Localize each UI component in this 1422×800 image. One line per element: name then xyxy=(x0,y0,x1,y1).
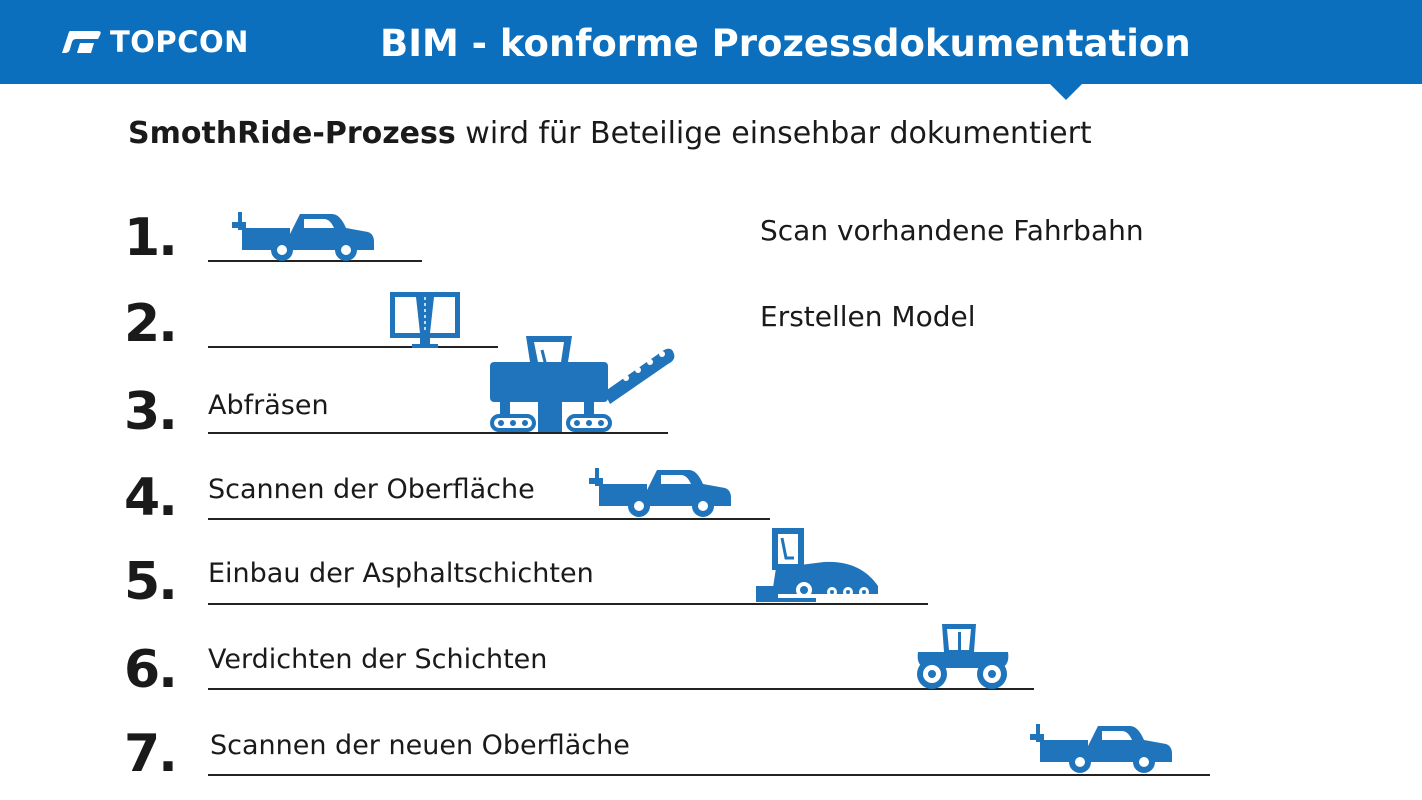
step-4-number: 4. xyxy=(124,468,178,528)
paver-icon xyxy=(756,528,878,602)
step-6-label: Verdichten der Schichten xyxy=(208,644,548,675)
step-3-rule xyxy=(208,432,668,434)
step-3-number: 3. xyxy=(124,382,178,442)
roller-icon xyxy=(917,624,1009,689)
step-1-number: 1. xyxy=(124,208,178,268)
step-3-label: Abfräsen xyxy=(208,390,329,421)
subtitle: SmothRide-Prozess wird für Beteilige ein… xyxy=(128,116,1092,151)
milling-machine-icon xyxy=(490,336,675,432)
step-5-number: 5. xyxy=(124,552,178,612)
topcon-logo-icon xyxy=(62,31,101,53)
subtitle-bold: SmothRide-Prozess xyxy=(128,116,456,151)
scan-truck-icon xyxy=(589,468,731,517)
logo-text: TOPCON xyxy=(110,25,249,59)
header-notch xyxy=(1050,84,1082,100)
step-6-number: 6. xyxy=(124,640,178,700)
step-5-rule xyxy=(208,603,928,605)
step-6-rule xyxy=(208,688,1034,690)
subtitle-rest: wird für Beteilige einsehbar dokumentier… xyxy=(455,116,1092,151)
scan-truck-icon xyxy=(1030,724,1172,773)
step-7-rule xyxy=(208,774,1210,776)
step-1-rule xyxy=(208,260,422,262)
step-2-rule xyxy=(208,346,498,348)
step-5-label: Einbau der Asphaltschichten xyxy=(208,558,594,589)
step-4-rule xyxy=(208,518,770,520)
step-7-number: 7. xyxy=(124,724,178,784)
slide-title: BIM - konforme Prozessdokumentation xyxy=(380,22,1191,65)
step-7-label: Scannen der neuen Oberfläche xyxy=(210,730,630,761)
scan-truck-icon xyxy=(232,212,374,261)
step-4-label: Scannen der Oberfläche xyxy=(208,474,535,505)
step-2-number: 2. xyxy=(124,294,178,354)
header-bar: TOPCON BIM - konforme Prozessdokumentati… xyxy=(0,0,1422,84)
monitor-icon xyxy=(390,292,460,348)
step-2-side-label: Erstellen Model xyxy=(760,300,976,333)
step-1-side-label: Scan vorhandene Fahrbahn xyxy=(760,214,1144,247)
topcon-logo: TOPCON xyxy=(60,24,249,60)
